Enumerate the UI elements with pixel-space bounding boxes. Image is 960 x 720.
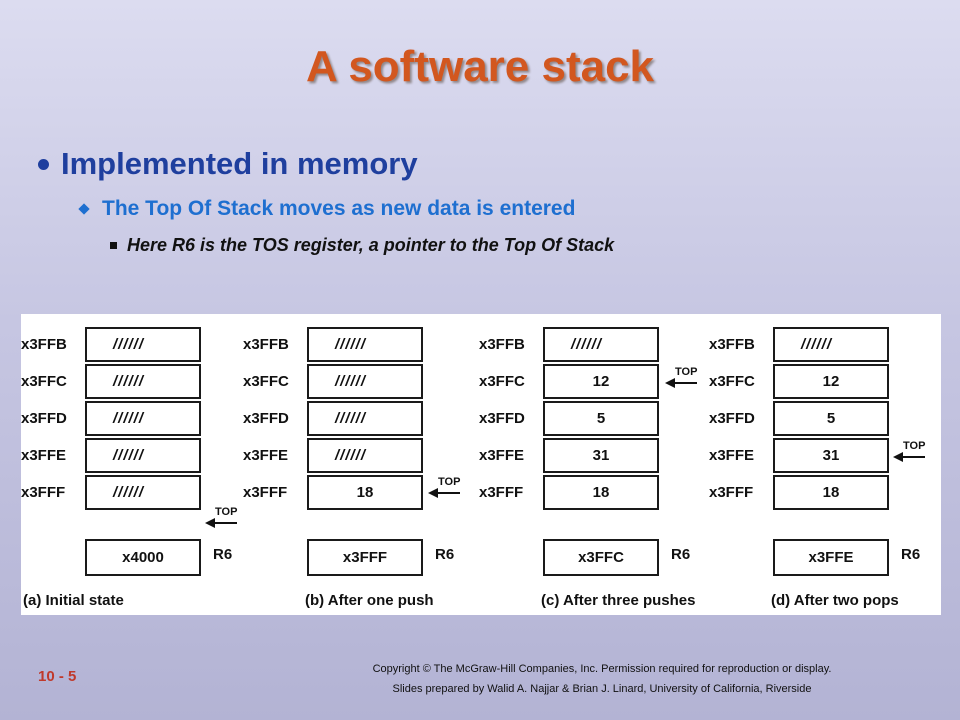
copyright-notice: Copyright © The McGraw-Hill Companies, I… [372, 663, 832, 675]
slide-number: 10 - 5 [38, 668, 77, 685]
bullet-level1-text: Implemented in memory [61, 146, 418, 181]
address-label: x3FFF [21, 484, 66, 501]
panel-after-one-push: x3FFB x3FFC x3FFD x3FFE x3FFF ////// ///… [243, 314, 478, 615]
register-label: R6 [901, 546, 921, 563]
memory-cell: 31 [543, 438, 659, 473]
left-arrow-icon [205, 518, 237, 528]
memory-cell: 18 [773, 475, 889, 510]
round-bullet-icon [38, 158, 49, 170]
address-label: x3FFC [21, 373, 67, 390]
address-label: x3FFE [479, 447, 525, 464]
memory-cell: 12 [543, 364, 659, 399]
panel-caption: (d) After two pops [771, 592, 899, 609]
top-pointer: TOP [205, 506, 237, 528]
memory-cell: ////// [85, 475, 201, 510]
top-pointer: TOP [893, 440, 925, 462]
address-label: x3FFD [21, 410, 67, 427]
top-label: TOP [675, 366, 698, 378]
diamond-bullet-icon [78, 203, 90, 215]
memory-cell: ////// [773, 327, 889, 362]
register-label: R6 [435, 546, 455, 563]
memory-cell: ////// [543, 327, 659, 362]
r6-register-value: x4000 [85, 539, 201, 576]
memory-cell: ////// [85, 438, 201, 473]
bullet-level1: Implemented in memory [38, 146, 418, 182]
address-label: x3FFB [243, 336, 289, 353]
left-arrow-icon [893, 452, 925, 462]
memory-cell: ////// [85, 327, 201, 362]
top-label: TOP [903, 440, 926, 452]
register-label: R6 [213, 546, 233, 563]
address-label: x3FFF [479, 484, 524, 501]
panel-after-two-pops: x3FFB x3FFC x3FFD x3FFE x3FFF ////// 12 … [709, 314, 941, 615]
address-label: x3FFF [243, 484, 288, 501]
memory-cell: ////// [307, 327, 423, 362]
address-label: x3FFC [479, 373, 525, 390]
r6-register-value: x3FFF [307, 539, 423, 576]
address-label: x3FFB [479, 336, 525, 353]
panel-after-three-pushes: x3FFB x3FFC x3FFD x3FFE x3FFF ////// 12 … [479, 314, 709, 615]
address-label: x3FFE [21, 447, 67, 464]
square-bullet-icon [110, 242, 117, 249]
memory-cell: ////// [85, 401, 201, 436]
stack-figure: x3FFB x3FFC x3FFD x3FFE x3FFF ////// ///… [21, 314, 941, 615]
address-label: x3FFD [479, 410, 525, 427]
memory-cell: 5 [773, 401, 889, 436]
left-arrow-icon [665, 378, 697, 388]
panel-caption: (c) After three pushes [541, 592, 696, 609]
memory-cell: 12 [773, 364, 889, 399]
register-label: R6 [671, 546, 691, 563]
panel-caption: (a) Initial state [23, 592, 124, 609]
address-label: x3FFD [709, 410, 755, 427]
memory-cell: ////// [307, 401, 423, 436]
memory-cell: ////// [85, 364, 201, 399]
r6-register-value: x3FFC [543, 539, 659, 576]
bullet-level3-text: Here R6 is the TOS register, a pointer t… [127, 235, 615, 255]
memory-cell: ////// [307, 364, 423, 399]
r6-register-value: x3FFE [773, 539, 889, 576]
memory-cell: 18 [543, 475, 659, 510]
address-label: x3FFB [21, 336, 67, 353]
slide-credit: Slides prepared by Walid A. Najjar & Bri… [392, 683, 812, 695]
panel-initial-state: x3FFB x3FFC x3FFD x3FFE x3FFF ////// ///… [21, 314, 251, 615]
top-label: TOP [438, 476, 461, 488]
bullet-level2: The Top Of Stack moves as new data is en… [78, 197, 576, 221]
top-label: TOP [215, 506, 238, 518]
address-label: x3FFF [709, 484, 754, 501]
address-label: x3FFD [243, 410, 289, 427]
top-pointer: TOP [665, 366, 697, 388]
memory-cell: 18 [307, 475, 423, 510]
address-label: x3FFE [709, 447, 755, 464]
address-label: x3FFC [709, 373, 755, 390]
bullet-level3: Here R6 is the TOS register, a pointer t… [110, 235, 614, 256]
address-label: x3FFE [243, 447, 289, 464]
slide-title: A software stack [305, 42, 655, 91]
memory-cell: 31 [773, 438, 889, 473]
memory-cell: ////// [307, 438, 423, 473]
panel-caption: (b) After one push [305, 592, 434, 609]
memory-cell: 5 [543, 401, 659, 436]
bullet-level2-text: The Top Of Stack moves as new data is en… [102, 197, 576, 220]
left-arrow-icon [428, 488, 460, 498]
top-pointer: TOP [428, 476, 460, 498]
address-label: x3FFB [709, 336, 755, 353]
address-label: x3FFC [243, 373, 289, 390]
